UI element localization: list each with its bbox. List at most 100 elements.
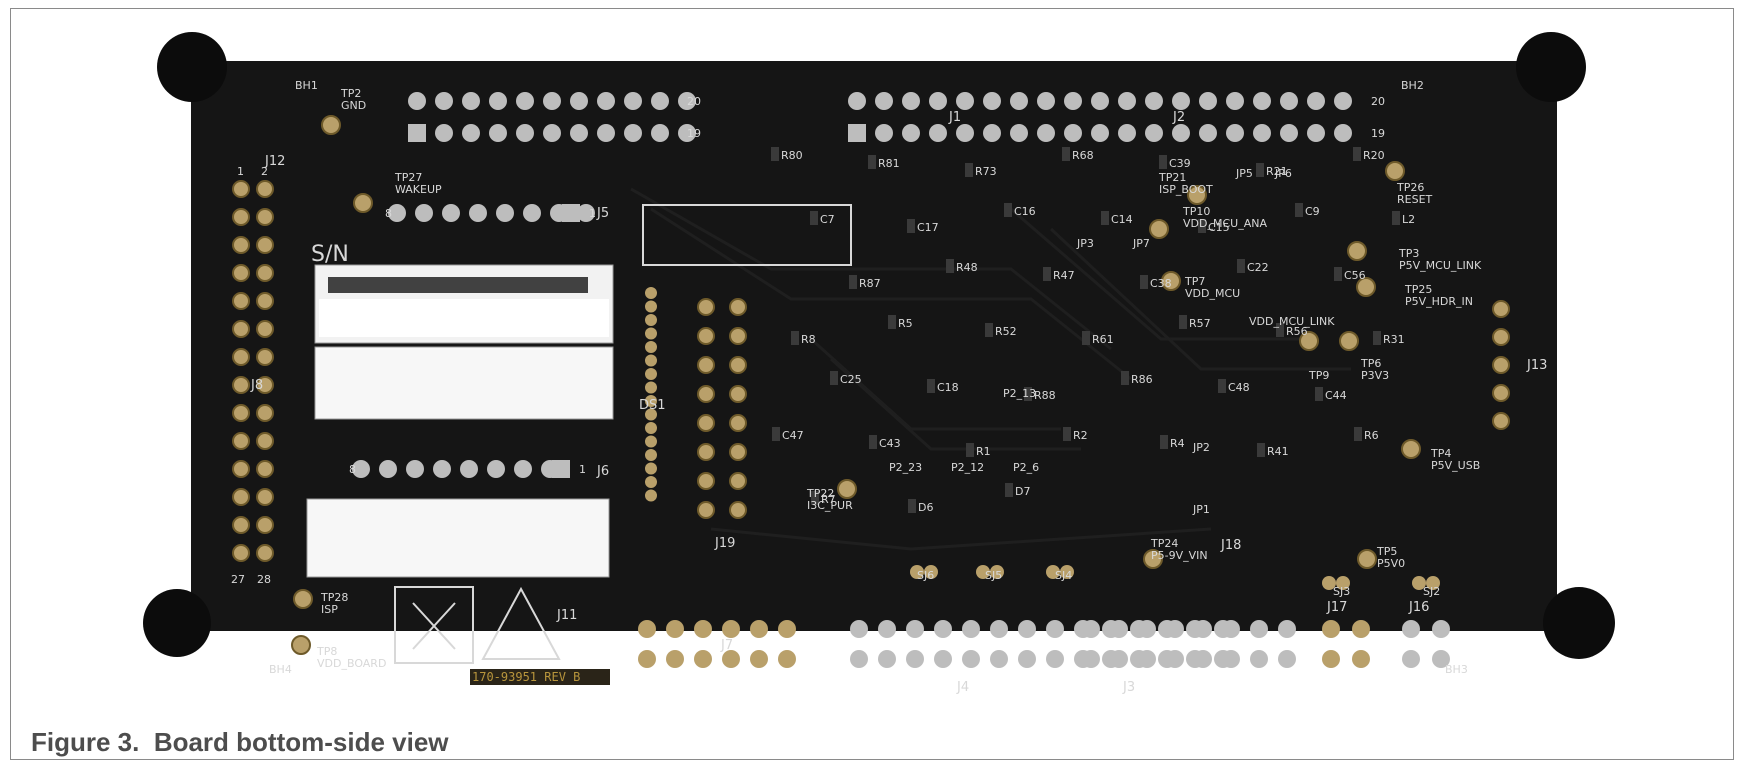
header-j8-pad: [232, 292, 250, 310]
header-j1-j2-pin: [1307, 124, 1325, 142]
header-label: J4: [956, 680, 969, 695]
ds1-pad: [645, 422, 657, 434]
blank-label-1: [314, 346, 614, 420]
jumper-label: JP1: [1192, 503, 1210, 516]
header-j6-pin: [487, 460, 505, 478]
test-point-ring: [1401, 439, 1421, 459]
header-j4-j3-pin: [1018, 650, 1036, 668]
header-j1-j2-pin: [1226, 92, 1244, 110]
component-ref: R2: [1073, 429, 1088, 442]
header-j7-pin: [750, 650, 768, 668]
jumper-label: SJ5: [985, 569, 1002, 582]
header-j16-pin: [1402, 650, 1420, 668]
test-point-id: TP9: [1308, 369, 1329, 382]
jumper-label: JP6: [1274, 167, 1292, 180]
smd-component: [1062, 147, 1070, 161]
header-j4-j3-pin: [906, 650, 924, 668]
component-ref: C47: [782, 429, 804, 442]
pin-number: 19: [687, 127, 701, 140]
solder-jumper-pad: [976, 565, 990, 579]
smd-component: [1198, 219, 1206, 233]
header-top-left-pin: [624, 92, 642, 110]
solder-jumper-pad: [924, 565, 938, 579]
test-point-ring: [321, 115, 341, 135]
test-point-id: TP21: [1158, 171, 1186, 184]
header-j6-pin-1: [552, 460, 570, 478]
header-top-left-pin: [624, 124, 642, 142]
solder-jumper-pad: [1046, 565, 1060, 579]
smd-component: [1373, 331, 1381, 345]
revision-label: 170-93951 REV B: [472, 670, 580, 684]
header-j8-pad: [232, 236, 250, 254]
test-point-net: RESET: [1397, 193, 1433, 206]
test-point-ring: [1357, 549, 1377, 569]
component-ref: R31: [1383, 333, 1405, 346]
smd-component: [1160, 435, 1168, 449]
test-point-id: TP2: [340, 87, 361, 100]
header-j19-pad: [729, 385, 747, 403]
pin-number: 28: [257, 573, 271, 586]
header-j8-pad: [256, 264, 274, 282]
header-j8-pad: [232, 348, 250, 366]
test-point-net: VDD_MCU: [1185, 287, 1240, 300]
component-ref: C43: [879, 437, 901, 450]
test-point-ring: [353, 193, 373, 213]
pin-number: 1: [237, 165, 244, 178]
smd-component: [965, 163, 973, 177]
header-j1-j2-pin: [1280, 92, 1298, 110]
header-j8-pad: [256, 404, 274, 422]
component-ref: R88: [1034, 389, 1056, 402]
header-j1-j2-pin: [1280, 124, 1298, 142]
test-point-id: TP7: [1184, 275, 1205, 288]
jumper-label: JP5: [1235, 167, 1253, 180]
test-point-ring: [1339, 331, 1359, 351]
pcb-traces: [630, 187, 1351, 551]
header-j19-pad: [729, 443, 747, 461]
header-j8-pad: [256, 376, 274, 394]
solder-jumper-pad: [1336, 576, 1350, 590]
component-ref: D6: [918, 501, 933, 514]
header-j1-j2-pin: [1253, 92, 1271, 110]
ds1-pad: [645, 354, 657, 367]
foot-bottom-left: [143, 589, 211, 657]
smd-component: [1043, 267, 1051, 281]
header-j6-pin: [379, 460, 397, 478]
test-point-id: TP8: [316, 645, 337, 658]
smd-component: [791, 331, 799, 345]
component-ref: C44: [1325, 389, 1347, 402]
jumper-label: SJ6: [917, 569, 934, 582]
header-label: J13: [1526, 358, 1547, 373]
header-j8-pad: [232, 376, 250, 394]
caption-text: Board bottom-side view: [153, 727, 449, 757]
ds1-pad: [645, 300, 657, 313]
smd-component: [888, 315, 896, 329]
header-j8-pad: [232, 432, 250, 450]
test-point-ring: [291, 635, 311, 655]
hole-label: BH3: [1445, 663, 1468, 676]
test-point-net: VDD_MCU_ANA: [1183, 217, 1267, 230]
component-ref: L2: [1402, 213, 1415, 226]
header-top-left-pin: [651, 92, 669, 110]
smd-component: [907, 219, 915, 233]
header-label: J1: [948, 110, 961, 125]
header-j1-j2-pin: [1145, 92, 1163, 110]
jumper-label: SJ4: [1055, 569, 1072, 582]
test-point-id: TP6: [1360, 357, 1381, 370]
header-j6-pin: [406, 460, 424, 478]
header-j13-pad: [1492, 300, 1510, 318]
component-ref: R57: [1189, 317, 1211, 330]
header-j1-j2-pin: [902, 92, 920, 110]
test-point-ring: [1299, 331, 1319, 351]
header-j8-pad: [232, 488, 250, 506]
header-j1-j2-pin-1: [848, 124, 866, 142]
header-j1-j2-pin: [1307, 92, 1325, 110]
header-j1-j2-pin: [1199, 124, 1217, 142]
test-point-id: TP22: [806, 487, 834, 500]
pin-number: 19: [1371, 127, 1385, 140]
ds1-pad: [645, 435, 657, 448]
header-j3-pin: [1138, 620, 1156, 638]
header-j4-j3-pin: [962, 620, 980, 638]
net-label: P2_12: [951, 461, 984, 474]
pin-number: 1: [589, 207, 596, 220]
